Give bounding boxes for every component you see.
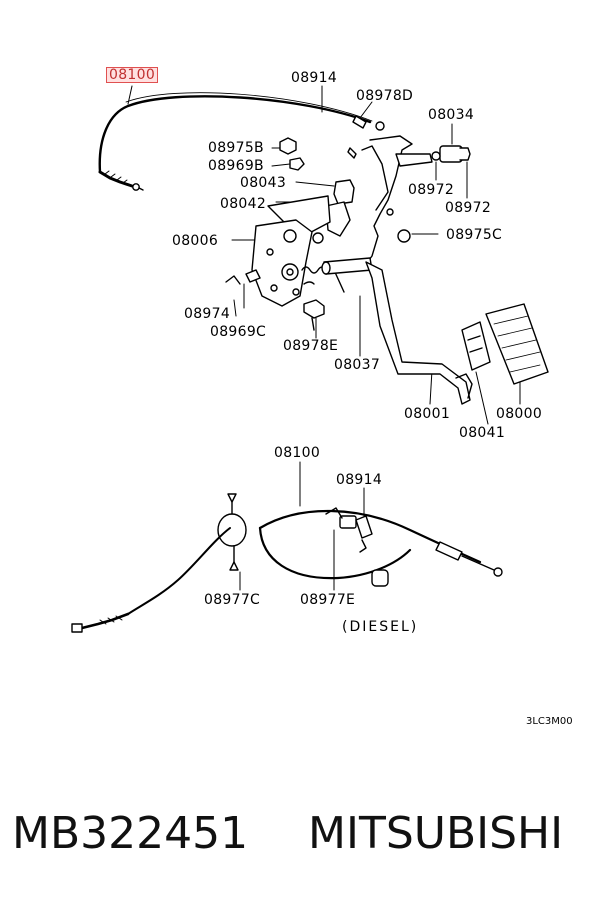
part-label-08914[interactable]: 08914 <box>291 70 338 86</box>
part-label-08978d[interactable]: 08978D <box>356 88 414 104</box>
part-label-08041[interactable]: 08041 <box>459 425 506 441</box>
part-label-08001[interactable]: 08001 <box>404 406 451 422</box>
diagram-code: 3LC3M00 <box>526 716 573 727</box>
part-label-08974[interactable]: 08974 <box>184 306 231 322</box>
part-label-08969b[interactable]: 08969B <box>208 158 264 174</box>
pedal-shaft <box>321 257 373 275</box>
part-label-08978e[interactable]: 08978E <box>283 338 339 354</box>
part-label-08034[interactable]: 08034 <box>428 107 475 123</box>
part-label-08043[interactable]: 08043 <box>240 175 287 191</box>
pedal-bracket-plate <box>225 219 313 307</box>
brand-name: MITSUBISHI <box>308 808 564 859</box>
part-label-08977e[interactable]: 08977E <box>300 592 356 608</box>
cable-clamps <box>217 493 373 571</box>
part-label-08969c[interactable]: 08969C <box>210 324 267 340</box>
part-label-08006[interactable]: 08006 <box>172 233 219 249</box>
part-label-08977c[interactable]: 08977C <box>204 592 261 608</box>
bolt-08978e <box>303 299 325 331</box>
part-label-08100-highlighted[interactable]: 08100 <box>106 67 159 83</box>
product-footer: MB322451 MITSUBISHI <box>12 808 592 868</box>
diesel-variant-label: (DIESEL) <box>342 619 419 635</box>
part-label-08000[interactable]: 08000 <box>496 406 543 422</box>
switch-bracket <box>267 179 355 244</box>
accelerator-cable-lower <box>71 509 503 633</box>
nuts-upper <box>279 137 305 171</box>
part-label-08100-diesel[interactable]: 08100 <box>274 445 321 461</box>
accelerator-pedal-pad <box>485 303 549 385</box>
pedal-support-bracket <box>347 135 471 265</box>
leader-lines <box>127 85 521 591</box>
part-label-08042[interactable]: 08042 <box>220 196 267 212</box>
part-label-08975c[interactable]: 08975C <box>446 227 503 243</box>
part-label-08975b[interactable]: 08975B <box>208 140 264 156</box>
part-number: MB322451 <box>12 808 249 859</box>
part-label-08972-b[interactable]: 08972 <box>445 200 492 216</box>
part-label-08972-a[interactable]: 08972 <box>408 182 455 198</box>
accelerator-pedal-arm <box>365 261 473 405</box>
part-label-08914-diesel[interactable]: 08914 <box>336 472 383 488</box>
part-label-08037[interactable]: 08037 <box>334 357 381 373</box>
pedal-clip <box>461 321 491 371</box>
accelerator-cable-upper <box>98 92 385 191</box>
